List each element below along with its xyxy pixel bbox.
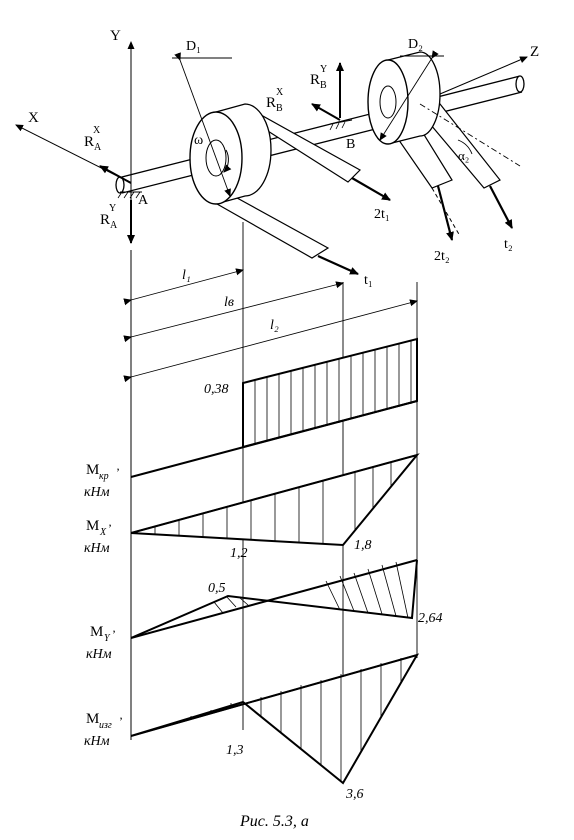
reaction-bx-label: R X B [266,87,284,114]
mx-value-2: 1,8 [354,538,372,553]
torque-axis-label: M кр ’ кНм [84,462,120,500]
svg-text:M: M [86,462,99,478]
my-value-1: 0,5 [208,581,226,596]
reaction-ax-arrow [99,165,132,184]
my-axis-label: M Y ’ кНм [86,624,116,662]
svg-text:’: ’ [108,521,112,535]
reaction-ax-label: R X A [84,125,102,153]
force-t2-label: t₂ [504,237,513,252]
reaction-by-label: R Y B [310,64,327,91]
svg-text:’: ’ [112,627,116,641]
bending-diagram [130,653,420,785]
point-a-label: A [138,193,149,208]
svg-text:X: X [99,527,107,538]
svg-text:B: B [276,103,283,114]
torque-diagram [130,337,418,478]
svg-text:Y: Y [320,64,327,75]
bending-axis-label: M изг ’ кНм [84,711,123,749]
figure-caption: Рис. 5.3, а [239,813,309,830]
torque-value-label: 0,38 [204,382,229,397]
z-axis-line [439,56,528,95]
svg-text:R: R [100,212,110,228]
d2-label: D₂ [408,37,423,52]
x-axis-label: X [28,110,39,126]
d2-dimension [379,50,444,141]
dim-l2-label: l₂ [270,318,279,333]
svg-text:’: ’ [116,465,120,479]
force-2t1-label: 2t₁ [374,207,390,222]
svg-text:кНм: кНм [84,485,110,500]
d1-label: D₁ [186,39,201,54]
svg-text:Y: Y [109,203,116,214]
svg-text:M: M [86,518,99,534]
d1-dimension [172,52,232,197]
svg-text:кНм: кНм [84,734,110,749]
mx-axis-label: M X ’ кНм [84,518,112,556]
reaction-ay-label: R Y A [100,203,118,231]
force-t1-arrow [317,254,359,276]
svg-text:Y: Y [104,633,111,644]
bearing-b [329,119,353,131]
belt-1-strip [208,192,330,259]
force-t2-dashed [431,187,461,237]
svg-text:изг: изг [99,720,112,731]
alpha2-label: α₂ [458,148,469,163]
svg-text:R: R [310,72,320,88]
svg-text:кр: кр [99,471,109,482]
my-diagram [130,559,418,639]
svg-text:кНм: кНм [84,541,110,556]
svg-text:кНм: кНм [86,647,112,662]
bending-value-1: 1,3 [226,743,244,758]
omega-label: ω [194,133,203,148]
my-value-2: 2,64 [418,611,443,626]
force-t2-arrow [489,185,513,229]
pulley-2 [367,51,521,189]
svg-text:A: A [94,142,102,153]
force-2t2-arrow [436,185,454,241]
bending-value-2: 3,6 [345,787,364,802]
force-t1-label: t₁ [364,273,373,288]
svg-text:R: R [266,95,276,111]
svg-text:’: ’ [119,714,123,728]
reaction-bx-arrow [311,103,341,121]
shaft-schematic [15,41,528,276]
svg-text:R: R [84,134,94,150]
svg-text:M: M [86,711,99,727]
svg-text:X: X [93,125,101,136]
y-axis-label: Y [110,28,121,44]
z-axis-label: Z [530,44,539,60]
dim-lb-label: lв [224,295,234,310]
force-2t1-arrow [351,177,391,201]
force-2t2-label: 2t₂ [434,249,450,264]
mx-diagram [130,453,420,547]
dim-l1-label: l₁ [182,268,191,283]
bearing-a [117,191,142,199]
svg-text:B: B [320,80,327,91]
dim-l2 [123,299,418,383]
mx-value-1: 1,2 [230,546,248,561]
point-b-label: B [346,137,355,152]
svg-text:X: X [276,87,284,98]
svg-text:A: A [110,220,118,231]
svg-text:M: M [90,624,103,640]
